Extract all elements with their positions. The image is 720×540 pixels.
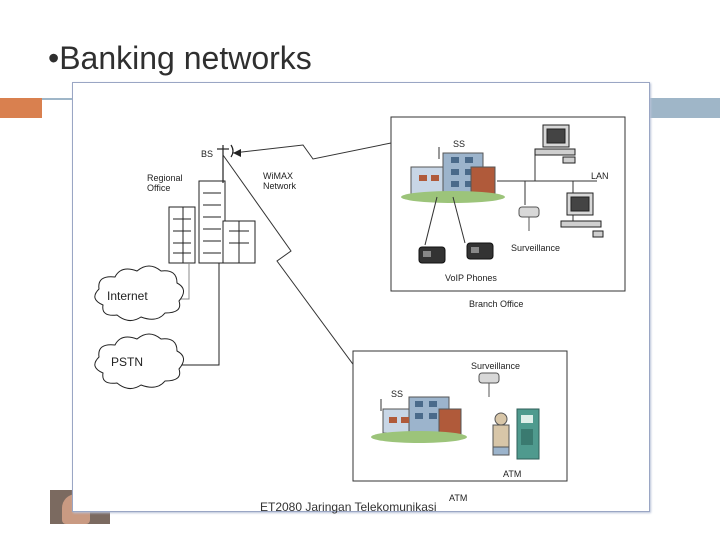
pstn-cloud-icon xyxy=(94,333,184,389)
lan-label: LAN xyxy=(591,171,609,181)
atm-machine-icon xyxy=(516,408,540,460)
internet-cloud-icon xyxy=(94,265,184,321)
atm-label: ATM xyxy=(503,469,522,479)
lan-drop-phone-2 xyxy=(452,196,466,244)
slide-title: •Banking networks xyxy=(48,40,312,77)
network-diagram: BS Regional Office WiMAX Network Interne… xyxy=(72,82,650,512)
internet-label: Internet xyxy=(107,289,148,303)
regional-office-label: Regional Office xyxy=(147,173,183,193)
pstn-label: PSTN xyxy=(111,355,144,369)
title-text: Banking networks xyxy=(59,40,312,76)
branch-office-caption: Branch Office xyxy=(469,299,524,309)
branch-building-icon xyxy=(401,152,505,203)
diagram-canvas xyxy=(94,116,626,482)
accent-bar-right xyxy=(650,98,720,118)
atm-building-icon xyxy=(371,396,467,443)
bullet-glyph: • xyxy=(48,40,60,76)
atm-caption: ATM xyxy=(449,493,468,503)
lan-drop-phone-1 xyxy=(424,196,438,246)
voip-phones-label: VoIP Phones xyxy=(445,273,497,283)
accent-bar-left xyxy=(0,98,42,118)
person-icon xyxy=(492,412,510,456)
atm-ss-label: SS xyxy=(391,389,404,399)
branch-ss-label: SS xyxy=(453,139,466,149)
computer-icon xyxy=(534,124,576,164)
wimax-network-label: WiMAX Network xyxy=(263,171,297,191)
atm-surveillance-label: Surveillance xyxy=(471,361,521,371)
surveillance-camera-icon xyxy=(518,206,540,231)
wimax-arrowhead-bs xyxy=(233,149,241,157)
wimax-link-atm xyxy=(222,154,384,406)
computer-icon-2 xyxy=(560,192,604,238)
regional-office-building-icon xyxy=(168,180,256,264)
voip-phone-icon xyxy=(418,242,494,264)
bs-label: BS xyxy=(201,149,214,159)
footer-text: ET2080 Jaringan Telekomunikasi xyxy=(260,500,437,514)
atm-surveillance-camera-icon xyxy=(478,372,500,397)
bs-antenna-icon xyxy=(217,144,234,183)
branch-surveillance-label: Surveillance xyxy=(511,243,561,253)
